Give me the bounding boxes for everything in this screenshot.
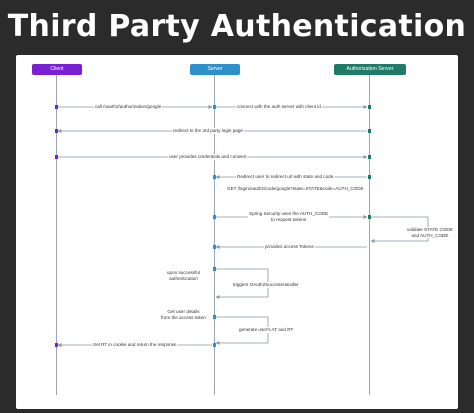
message-line: to request tokens	[270, 216, 307, 222]
message-label: call /oauth2/authorization/google	[94, 104, 163, 110]
client-activation	[55, 343, 58, 347]
message-label: Set RT in cookie and return the response	[92, 342, 178, 348]
message-line: validate STATE CODE	[407, 227, 453, 232]
auth-server-lifeline	[369, 75, 370, 395]
message-label: Redirect user to redirect url with state…	[236, 174, 335, 180]
server-activation	[213, 315, 216, 319]
auth-activation	[368, 155, 371, 159]
message-label: redirect to the 3rd party login page	[172, 128, 244, 134]
server-lifeline	[214, 75, 215, 395]
auth-activation	[368, 105, 371, 109]
message-label: provides access Tokens	[264, 244, 315, 250]
message-label: triggers OAuth2SuccessHandler	[232, 282, 300, 288]
client-actor: Client	[32, 64, 82, 75]
message-line: authentication	[169, 275, 198, 281]
server-activation	[213, 105, 216, 109]
message-line: upon successful	[167, 270, 200, 275]
server-activation	[213, 245, 216, 249]
server-activation	[213, 175, 216, 179]
server-actor: Server	[190, 64, 240, 75]
diagram-title: Third Party Authentication	[7, 9, 467, 44]
server-activation	[213, 215, 216, 219]
auth-activation	[368, 215, 371, 219]
sequence-diagram-canvas: Client Server Authorization Server	[16, 55, 458, 409]
client-activation	[55, 129, 58, 133]
client-activation	[55, 155, 58, 159]
client-lifeline	[56, 75, 57, 395]
message-label: user provides credentials and consent	[168, 154, 248, 160]
message-line: Spring Security uses the AUTH_CODE	[249, 211, 329, 216]
message-label: validate STATE CODE and AUTH_CODE	[406, 227, 454, 239]
message-label: connect with the auth server with client…	[236, 104, 322, 110]
server-activation	[213, 267, 216, 271]
message-line: Get user details	[167, 309, 200, 314]
client-activation	[55, 105, 58, 109]
note-label: Get user details from the access token	[160, 309, 207, 320]
message-line: from the access token	[161, 314, 206, 320]
message-label: GET /login/oauth2/code/google?state=STAT…	[227, 186, 364, 191]
server-activation	[213, 343, 216, 347]
auth-activation	[368, 129, 371, 133]
auth-server-actor: Authorization Server	[334, 64, 406, 75]
note-label: upon successful authentication	[166, 270, 201, 281]
message-label: generate user's AT and RT	[238, 327, 295, 333]
message-label: Spring Security uses the AUTH_CODE to re…	[248, 211, 330, 223]
auth-activation	[368, 175, 371, 179]
message-line: and AUTH_CODE	[411, 232, 449, 238]
